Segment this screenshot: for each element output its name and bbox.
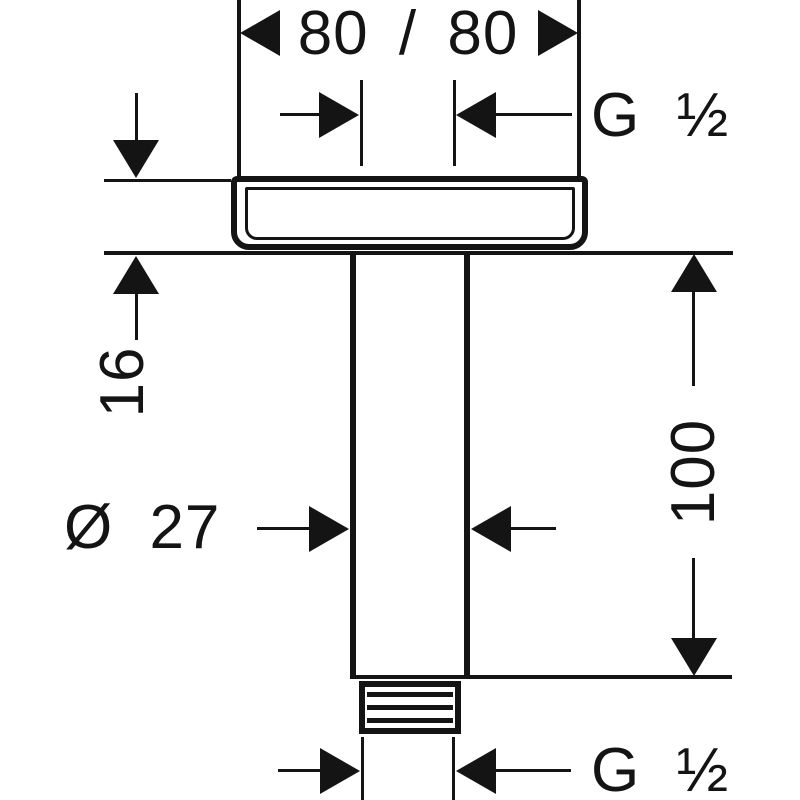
- flange-height-label: 16: [88, 346, 157, 418]
- flange-outline: [231, 176, 588, 250]
- bottom-thread-dim-tail-right: [496, 769, 571, 772]
- flange-inner-line: [245, 187, 575, 240]
- bottom-thread-extension-left: [361, 737, 364, 800]
- flange-height-arrow-bottom-icon: [113, 256, 159, 294]
- flange-top-extension-line: [104, 179, 231, 182]
- pipe-length-label: 100: [659, 418, 728, 526]
- bottom-thread-arrow-right-icon: [456, 748, 496, 794]
- pipe-bottom-step-line: [350, 675, 732, 679]
- top-thread-label: G ½: [591, 81, 730, 150]
- width-dim-arrow-right-icon: [538, 10, 578, 56]
- flange-height-dim-tail-bottom: [135, 294, 138, 340]
- pipe-diameter-dim-tail-right: [511, 527, 556, 530]
- body-right-edge: [577, 0, 581, 177]
- body-left-edge: [237, 0, 241, 177]
- top-thread-arrow-left-icon: [319, 92, 359, 138]
- width-dim-label: 80 / 80: [297, 0, 519, 68]
- ceiling-reference-line: [104, 251, 733, 255]
- pipe-right-wall: [464, 254, 470, 677]
- bottom-thread-arrow-left-icon: [320, 748, 360, 794]
- bottom-thread-label: G ½: [591, 736, 730, 800]
- bottom-thread-dim-tail-left: [278, 769, 322, 772]
- pipe-diameter-dim-tail-left: [257, 527, 312, 530]
- thread-ridge-line: [367, 718, 453, 723]
- flange-height-arrow-top-icon: [113, 140, 159, 178]
- bottom-thread-extension-right: [452, 737, 455, 800]
- thread-ridge-line: [367, 705, 453, 710]
- pipe-length-dim-tail-top: [692, 290, 695, 386]
- pipe-length-arrow-top-icon: [671, 254, 717, 292]
- thread-outline: [359, 681, 461, 734]
- width-dim-arrow-left-icon: [240, 10, 280, 56]
- top-thread-extension-right: [453, 80, 456, 166]
- pipe-length-arrow-bottom-icon: [671, 638, 717, 676]
- top-thread-extension-left: [360, 80, 363, 166]
- pipe-diameter-label: Ø 27: [64, 493, 221, 562]
- thread-ridge-line: [367, 692, 453, 697]
- pipe-diameter-arrow-left-icon: [309, 506, 349, 552]
- pipe-left-wall: [350, 254, 356, 677]
- top-thread-dim-tail-left: [280, 113, 324, 116]
- pipe-length-dim-tail-bottom: [692, 558, 695, 640]
- top-thread-arrow-right-icon: [456, 92, 496, 138]
- flange-height-dim-tail-top: [135, 93, 138, 141]
- top-thread-dim-tail-right: [496, 113, 572, 116]
- pipe-diameter-arrow-right-icon: [471, 506, 511, 552]
